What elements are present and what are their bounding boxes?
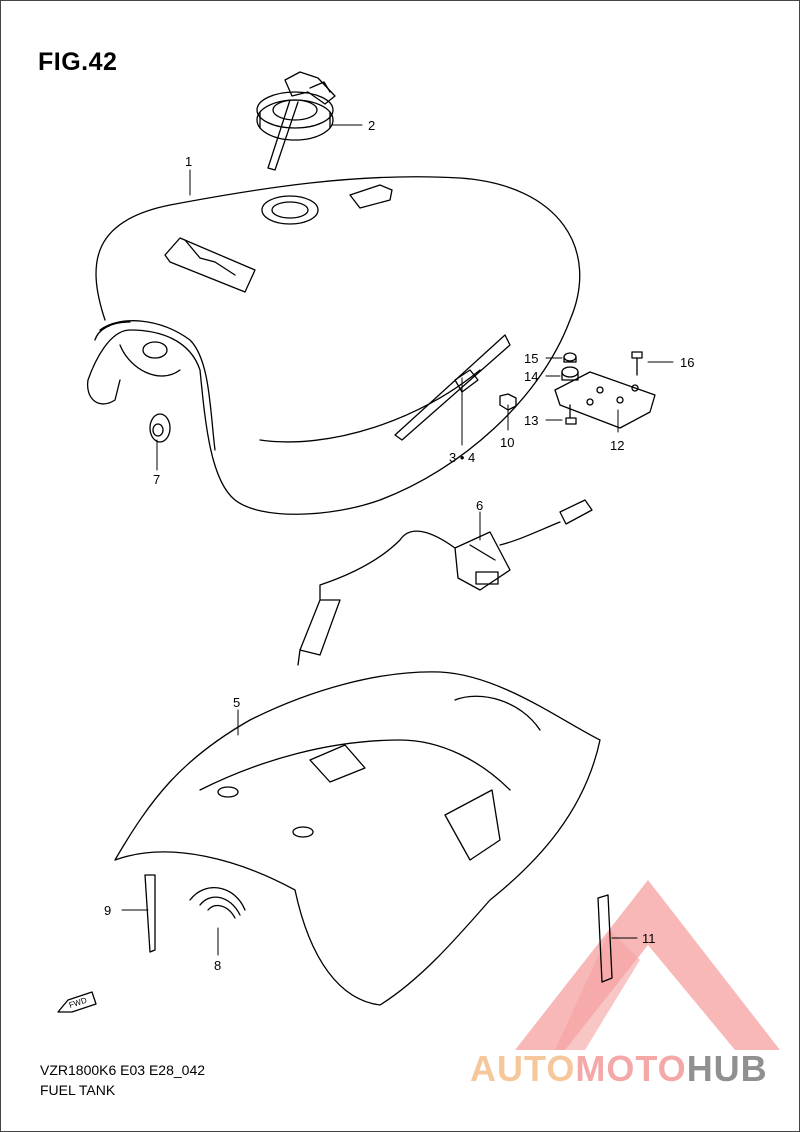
callout-12: 12 [610,438,624,453]
callout-14: 14 [524,369,538,384]
figure-title: FIG.42 [38,48,118,76]
callout-6: 6 [476,498,483,513]
callout-2: 2 [368,118,375,133]
callout-8: 8 [214,958,221,973]
bolt-part [565,404,577,425]
watermark-logo [515,880,780,1050]
brand-part-moto: MOTO [575,1048,687,1089]
leader-lines [121,124,674,956]
callout-9: 9 [104,903,111,918]
fuel-cap-part [256,71,336,171]
bolt-16-part [631,351,643,376]
watermark-brand: AUTOMOTOHUB [470,1048,768,1090]
figure-name: FUEL TANK [40,1082,116,1098]
callout-7: 7 [153,472,160,487]
fwd-arrow-icon [57,991,97,1013]
bracket-part [554,371,656,429]
strip-part [597,894,613,983]
callout-10: 10 [500,435,514,450]
fuel-gauge-part [297,499,593,666]
callout-5: 5 [233,695,240,710]
callout-3-4: 3 • 4 [449,450,475,465]
bushing-parts [561,352,579,381]
figure-code: VZR1800K6 E03 E28_042 [40,1062,206,1078]
clamp-part [189,887,246,919]
tank-cover-part [114,671,601,1006]
callout-labels: 1 2 3 • 4 5 6 7 8 9 10 11 12 13 14 15 16… [68,118,695,1010]
callout-1: 1 [185,154,192,169]
fuel-tank-part [87,176,581,515]
callout-13: 13 [524,413,538,428]
callout-11: 11 [642,931,656,946]
callout-16: 16 [680,355,694,370]
grommet-part [149,413,171,443]
brand-part-hub: HUB [686,1048,768,1089]
callout-15: 15 [524,351,538,366]
cable-tie-part [144,874,156,953]
brand-part-auto: AUTO [470,1048,576,1089]
